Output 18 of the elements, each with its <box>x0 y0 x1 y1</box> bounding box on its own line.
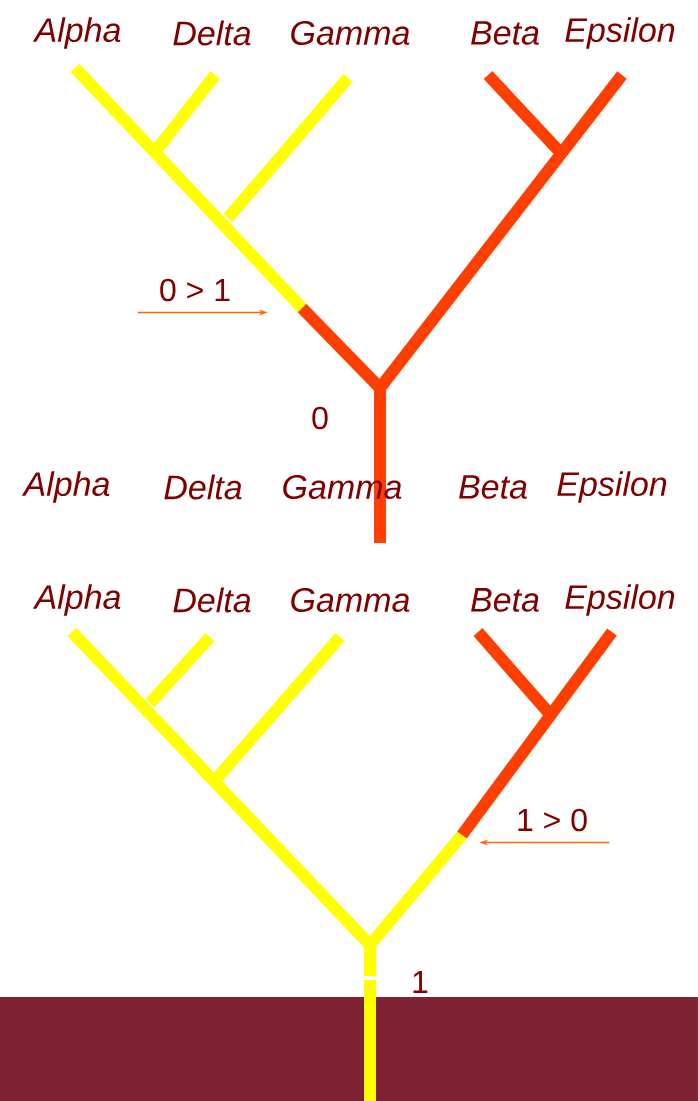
taxon-label: Beta <box>459 475 527 499</box>
taxon-label: Alpha <box>21 471 110 503</box>
taxon-label: Epsilon <box>565 17 675 49</box>
change-label: 1 > 0 <box>518 808 587 832</box>
taxon-label: Alpha <box>32 584 121 616</box>
change-label: 0 > 1 <box>160 278 230 302</box>
taxon-label: Epsilon <box>557 471 667 503</box>
taxon-label: Gamma <box>291 587 410 613</box>
taxon-label: Alpha <box>32 17 121 49</box>
taxon-label: Beta <box>471 21 539 45</box>
taxon-label: Epsilon <box>565 584 675 616</box>
state-label: 1 <box>413 971 428 993</box>
taxon-label: Gamma <box>291 20 410 46</box>
state-label: 0 <box>312 406 328 430</box>
taxon-label: Delta <box>173 587 251 613</box>
taxon-label: Delta <box>173 20 251 46</box>
taxon-label: Beta <box>471 588 539 612</box>
taxon-label: Delta <box>164 474 242 500</box>
